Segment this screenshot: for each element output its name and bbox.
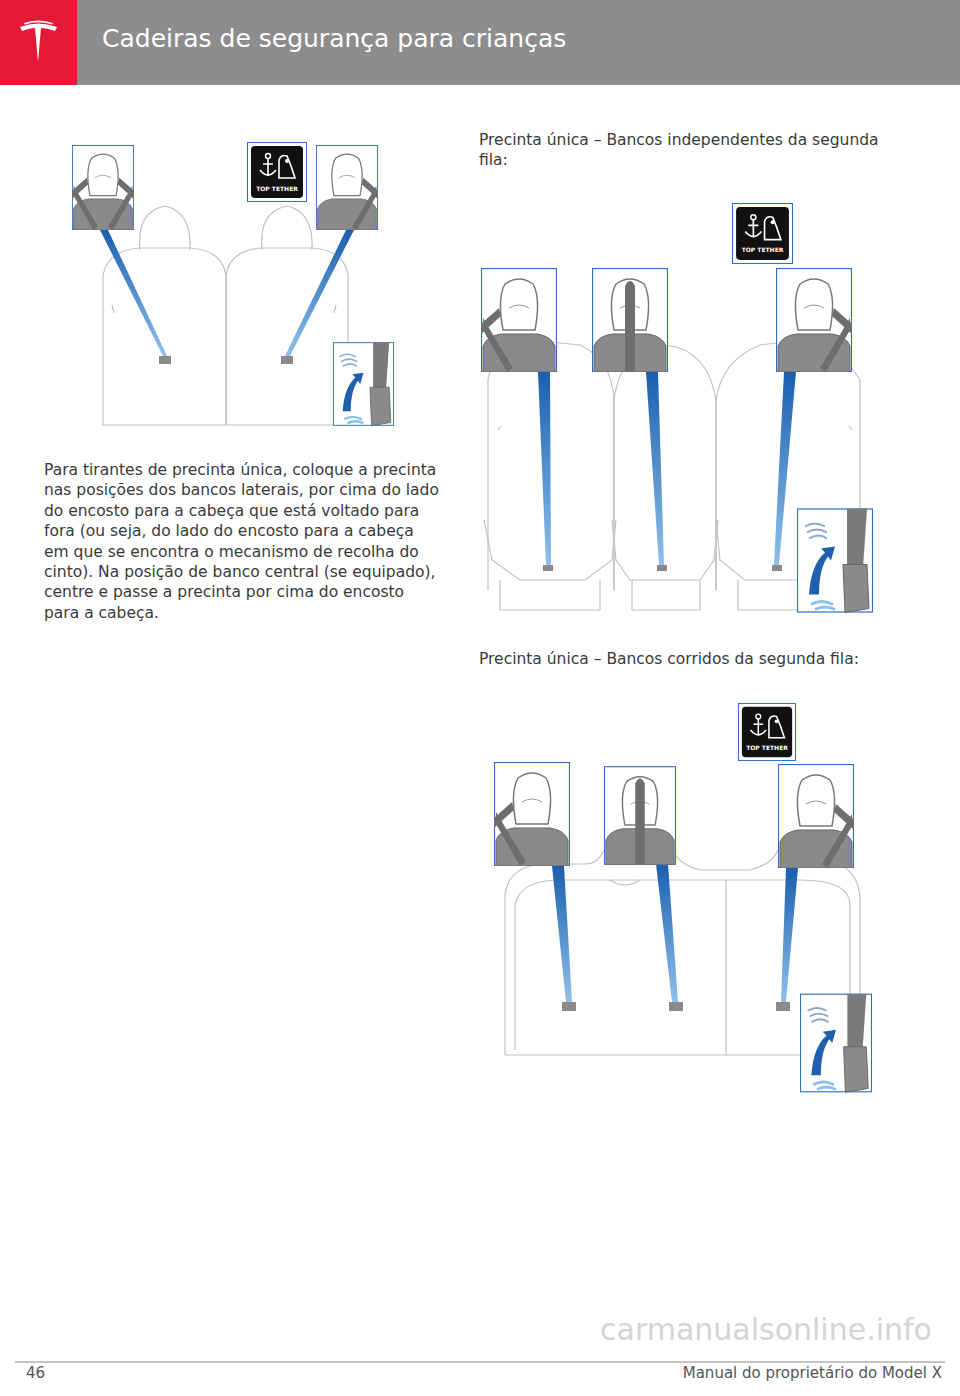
page-number: 46 [26,1364,45,1382]
watermark: carmanualsonline.info [600,1312,932,1347]
seat-outline [102,206,348,425]
figure-caption: Precinta única – Bancos independentes da… [479,130,879,171]
tesla-logo [20,21,57,63]
footer-text: Manual do proprietário do Model X [683,1364,942,1382]
figure-caption: Precinta única – Bancos corridos da segu… [479,649,879,669]
icon-label: TOP TETHER [735,246,790,253]
footer-rule [15,1362,945,1363]
logo-box [0,0,77,85]
header-bar [0,0,960,85]
body-paragraph: Para tirantes de precinta única, coloque… [44,460,439,623]
icon-label: TOP TETHER [251,185,303,192]
page-title: Cadeiras de segurança para crianças [102,24,566,53]
icon-label: TOP TETHER [741,744,793,751]
